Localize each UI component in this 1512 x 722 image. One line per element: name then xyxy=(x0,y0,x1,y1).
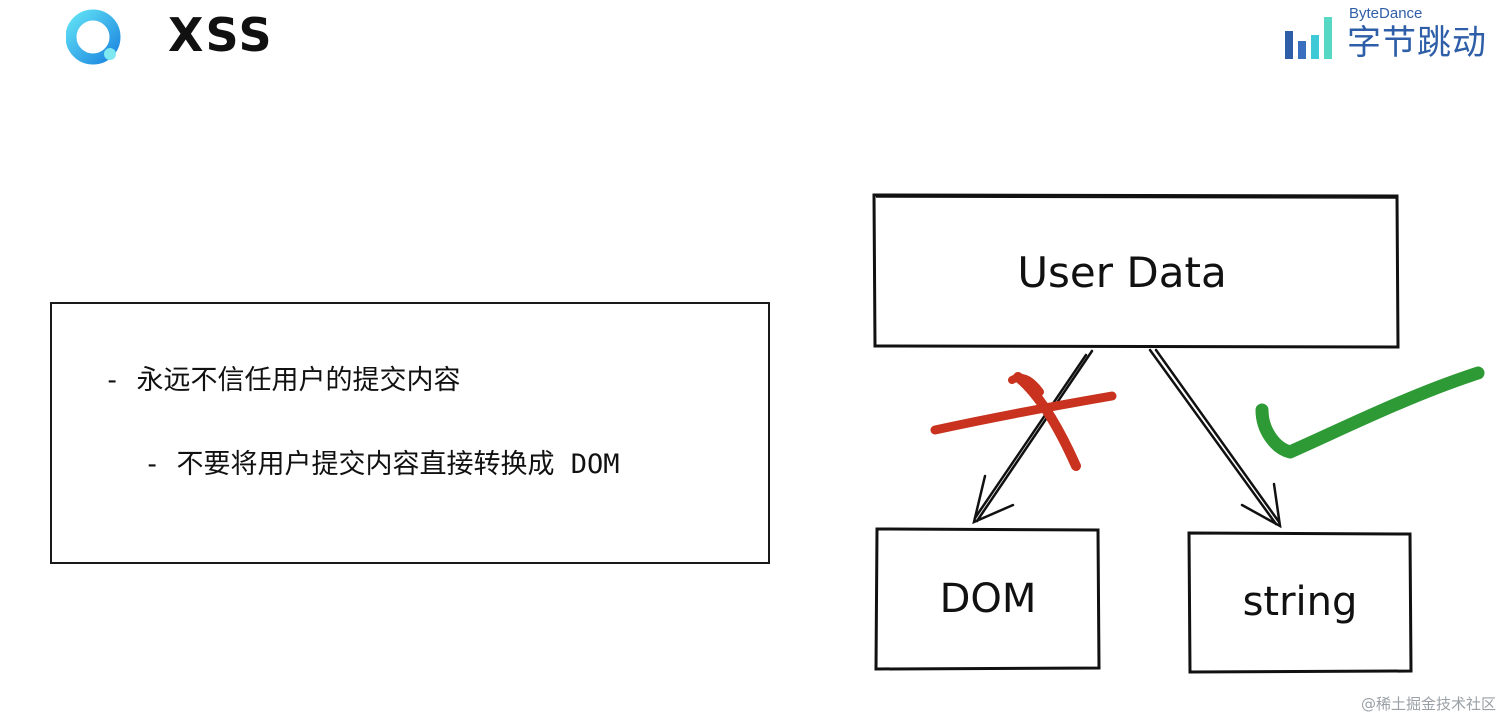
brand-logo: ByteDance 字节跳动 xyxy=(1283,5,1498,63)
brand-name-en: ByteDance xyxy=(1349,5,1423,22)
arrow-to-string xyxy=(1148,348,1282,529)
check-icon xyxy=(1255,366,1485,459)
brand-name-cn: 字节跳动 xyxy=(1347,23,1487,63)
cross-icon xyxy=(930,372,1117,471)
note-subitem: - 不要将用户提交内容直接转换成 DOM xyxy=(144,449,620,480)
arrow-to-dom xyxy=(972,349,1094,525)
string-node: string xyxy=(1187,531,1413,674)
dom-node: DOM xyxy=(874,527,1101,671)
user-data-label: User Data xyxy=(1017,248,1226,297)
notes-box xyxy=(50,302,770,564)
note-item: - 永远不信任用户的提交内容 xyxy=(104,365,461,396)
app-logo-icon xyxy=(66,9,121,65)
string-label: string xyxy=(1243,579,1358,625)
user-data-node: User Data xyxy=(872,193,1400,349)
dom-label: DOM xyxy=(940,576,1037,622)
page-title: XSS xyxy=(168,8,274,62)
bytedance-bars-icon xyxy=(1285,17,1332,59)
watermark: @稀土掘金技术社区 xyxy=(1360,695,1496,713)
